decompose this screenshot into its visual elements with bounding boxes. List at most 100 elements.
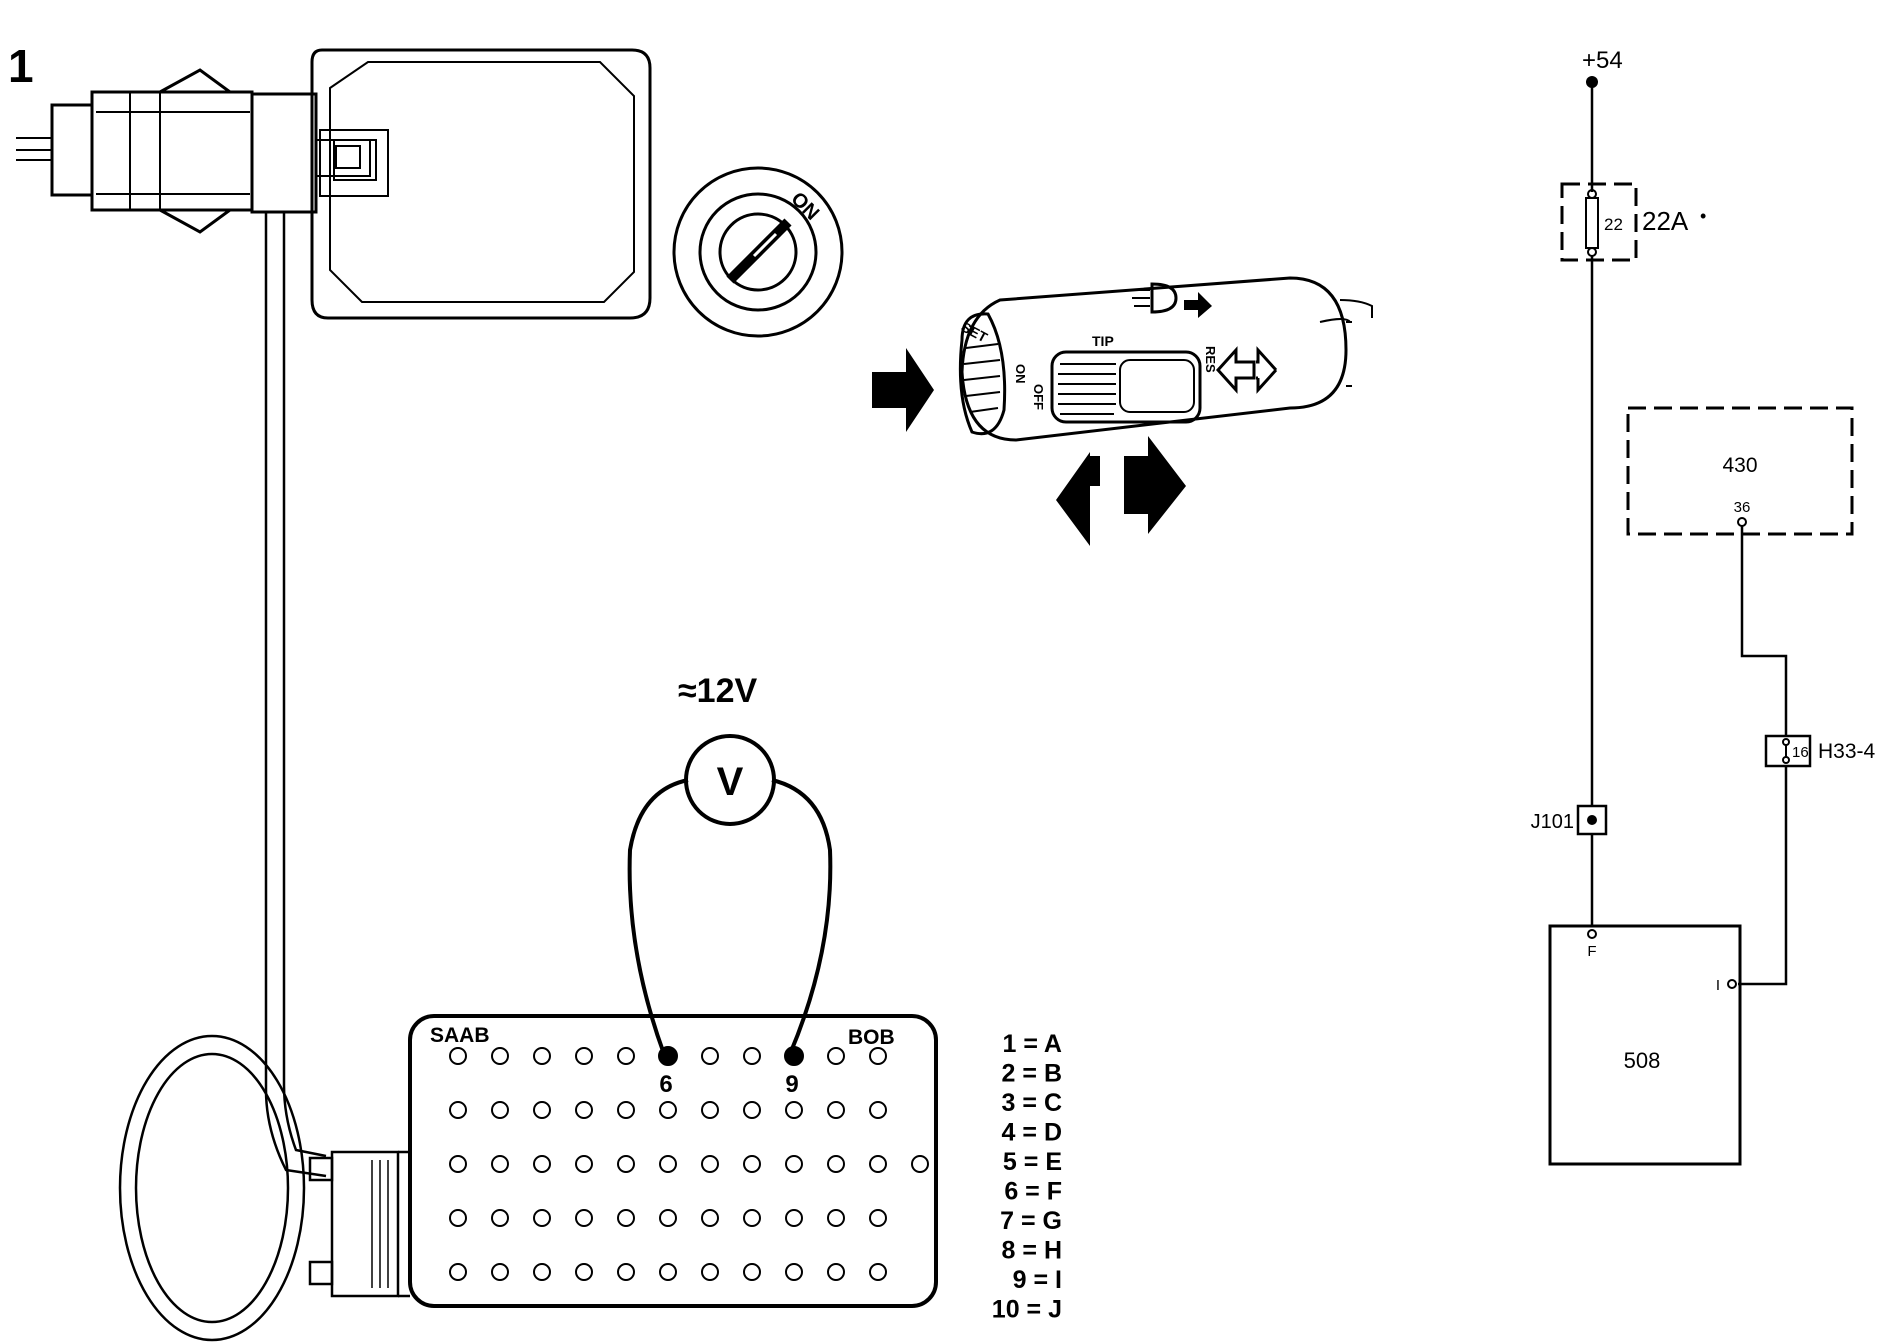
headlight-flash-icon — [1130, 282, 1212, 318]
breakout-box-hole — [785, 1263, 803, 1281]
pin-legend-item: 6 = F — [1004, 1178, 1062, 1206]
test-cable — [118, 212, 327, 1342]
pin-legend-item: 2 = B — [1002, 1060, 1062, 1088]
tip-label: TIP — [1092, 333, 1114, 349]
breakout-box-hole — [743, 1209, 761, 1227]
set-button[interactable] — [958, 312, 1007, 436]
set-label: SET — [959, 319, 991, 346]
harness-plug — [16, 68, 371, 234]
breakout-box-hole — [575, 1101, 593, 1119]
breakout-box-hole — [533, 1263, 551, 1281]
voltmeter: V — [684, 734, 776, 826]
voltmeter-reading: ≈12V — [678, 672, 757, 710]
pin-legend-item: 7 = G — [1000, 1207, 1062, 1235]
unit-430-box — [1626, 406, 1854, 536]
unit-508-box — [1548, 924, 1742, 1166]
pin-legend-item: 10 = J — [992, 1296, 1062, 1324]
junction-j101-label: J101 — [1531, 811, 1574, 833]
connector-h33-pin: 16 — [1792, 744, 1809, 761]
breakout-box-hole — [449, 1047, 467, 1065]
pin-36-label: 36 — [1734, 499, 1751, 516]
breakout-box-left-label: SAAB — [430, 1024, 490, 1047]
breakout-box-hole — [491, 1155, 509, 1173]
breakout-box-hole — [701, 1101, 719, 1119]
breakout-box-hole — [743, 1101, 761, 1119]
breakout-box-hole — [785, 1209, 803, 1227]
breakout-box-hole — [911, 1155, 929, 1173]
breakout-box-hole — [701, 1263, 719, 1281]
breakout-box-hole — [659, 1209, 677, 1227]
breakout-box-hole — [617, 1209, 635, 1227]
probe-pin-label: 9 — [785, 1071, 798, 1098]
breakout-box-hole — [533, 1155, 551, 1173]
breakout-box-hole — [827, 1047, 845, 1065]
breakout-box-hole — [533, 1209, 551, 1227]
breakout-box-hole — [659, 1263, 677, 1281]
breakout-box-hole — [617, 1101, 635, 1119]
breakout-box-hole — [827, 1155, 845, 1173]
pin-f-label: F — [1587, 943, 1596, 960]
probe-pin-label: 6 — [659, 1071, 672, 1098]
breakout-box-hole — [617, 1263, 635, 1281]
pin-legend-item: 8 = H — [1002, 1237, 1062, 1265]
breakout-box-hole — [533, 1047, 551, 1065]
unit-430-label: 430 — [1722, 454, 1757, 477]
breakout-box-hole — [869, 1101, 887, 1119]
voltmeter-symbol: V — [717, 760, 744, 804]
breakout-box-hole — [869, 1047, 887, 1065]
breakout-box-hole — [659, 1155, 677, 1173]
connector-h33-label: H33-4 — [1818, 740, 1876, 763]
schematic: +54 22 22A • 430 36 16 H33-4 J101 — [1531, 47, 1876, 1166]
breakout-box-hole — [785, 1101, 803, 1119]
tip-slider[interactable] — [1050, 350, 1202, 424]
breakout-box-hole — [575, 1047, 593, 1065]
pin-legend-item: 1 = A — [1002, 1030, 1062, 1058]
fuse-box — [1560, 182, 1638, 262]
slide-right-arrow-icon — [1124, 436, 1186, 534]
pin-legend-item: 9 = I — [1013, 1266, 1062, 1294]
breakout-box-hole — [827, 1209, 845, 1227]
breakout-box-hole — [869, 1155, 887, 1173]
slide-left-arrow-icon — [1056, 452, 1100, 546]
push-arrow-icon — [872, 348, 934, 432]
figure-number: 1 — [8, 40, 34, 92]
control-module — [310, 48, 652, 320]
breakout-box-hole — [533, 1101, 551, 1119]
breakout-box-holes — [449, 1046, 929, 1281]
breakout-box-hole — [491, 1101, 509, 1119]
supply-label: +54 — [1582, 47, 1623, 74]
fuse-element — [1585, 197, 1599, 249]
pin-legend: 1 = A2 = B3 = C4 = D5 = E6 = F7 = G8 = H… — [992, 1030, 1062, 1324]
breakout-box-hole — [449, 1155, 467, 1173]
connector-h33-box — [1764, 734, 1812, 768]
breakout-box-right-label: BOB — [848, 1026, 895, 1049]
pin-legend-item: 3 = C — [1002, 1089, 1062, 1117]
breakout-box-hole — [827, 1263, 845, 1281]
breakout-box-hole — [491, 1047, 509, 1065]
ignition-switch: ON — [672, 166, 844, 338]
fuse-label: 22A — [1642, 206, 1689, 236]
breakout-box-hole — [617, 1155, 635, 1173]
breakout-box-hole — [701, 1047, 719, 1065]
res-label: RES — [1203, 346, 1218, 373]
breakout-box-hole — [491, 1209, 509, 1227]
pin-i-label: I — [1716, 977, 1720, 994]
breakout-box-hole — [491, 1263, 509, 1281]
breakout-box-hole — [449, 1101, 467, 1119]
breakout-box-hole — [743, 1047, 761, 1065]
pin-legend-item: 4 = D — [1002, 1119, 1062, 1147]
probe-pin-hole — [784, 1046, 804, 1066]
breakout-box: SAAB BOB 6 9 — [408, 1014, 938, 1308]
breakout-box-hole — [659, 1101, 677, 1119]
off-label: OFF — [1031, 384, 1046, 410]
test-leads — [627, 778, 833, 1055]
res-double-arrow-icon — [1215, 346, 1278, 394]
pin-legend-item: 5 = E — [1003, 1148, 1062, 1176]
fuse-number: 22 — [1604, 215, 1623, 234]
on-label: ON — [1013, 364, 1028, 384]
fuse-note: • — [1700, 206, 1706, 226]
breakout-box-hole — [449, 1209, 467, 1227]
breakout-box-hole — [743, 1263, 761, 1281]
breakout-box-hole — [869, 1209, 887, 1227]
